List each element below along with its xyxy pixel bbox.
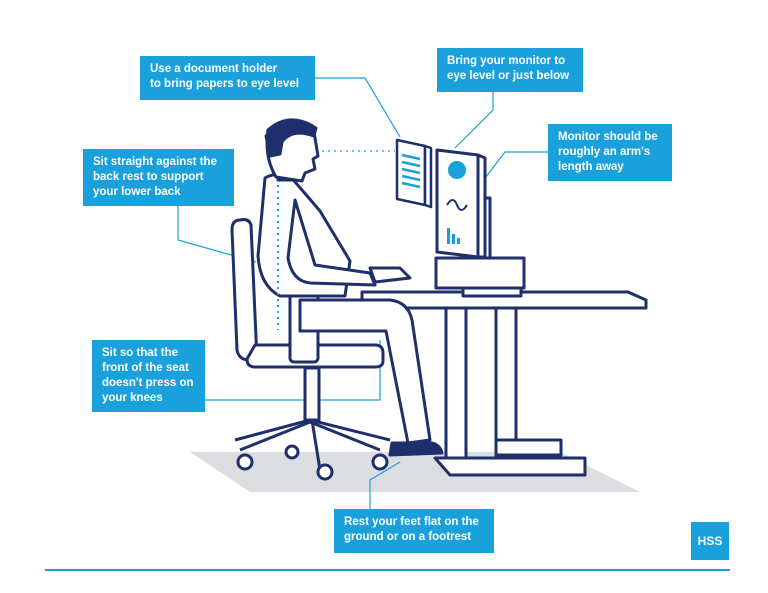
seated-person xyxy=(256,118,444,457)
footer-rule xyxy=(45,569,730,571)
document-holder-callout: Use a document holder to bring papers to… xyxy=(140,56,315,100)
monitor-screen-content xyxy=(446,161,468,244)
seat-front-callout: Sit so that the front of the seat doesn'… xyxy=(92,340,205,412)
hss-logo: HSS xyxy=(691,522,729,560)
monitor-level-callout: Bring your monitor to eye level or just … xyxy=(437,48,583,92)
document-holder xyxy=(395,138,433,209)
back-rest-callout: Sit straight against the back rest to su… xyxy=(83,149,234,206)
feet-flat-callout: Rest your feet flat on the ground or on … xyxy=(334,509,494,553)
arm-length-callout: Monitor should be roughly an arm's lengt… xyxy=(548,124,672,181)
